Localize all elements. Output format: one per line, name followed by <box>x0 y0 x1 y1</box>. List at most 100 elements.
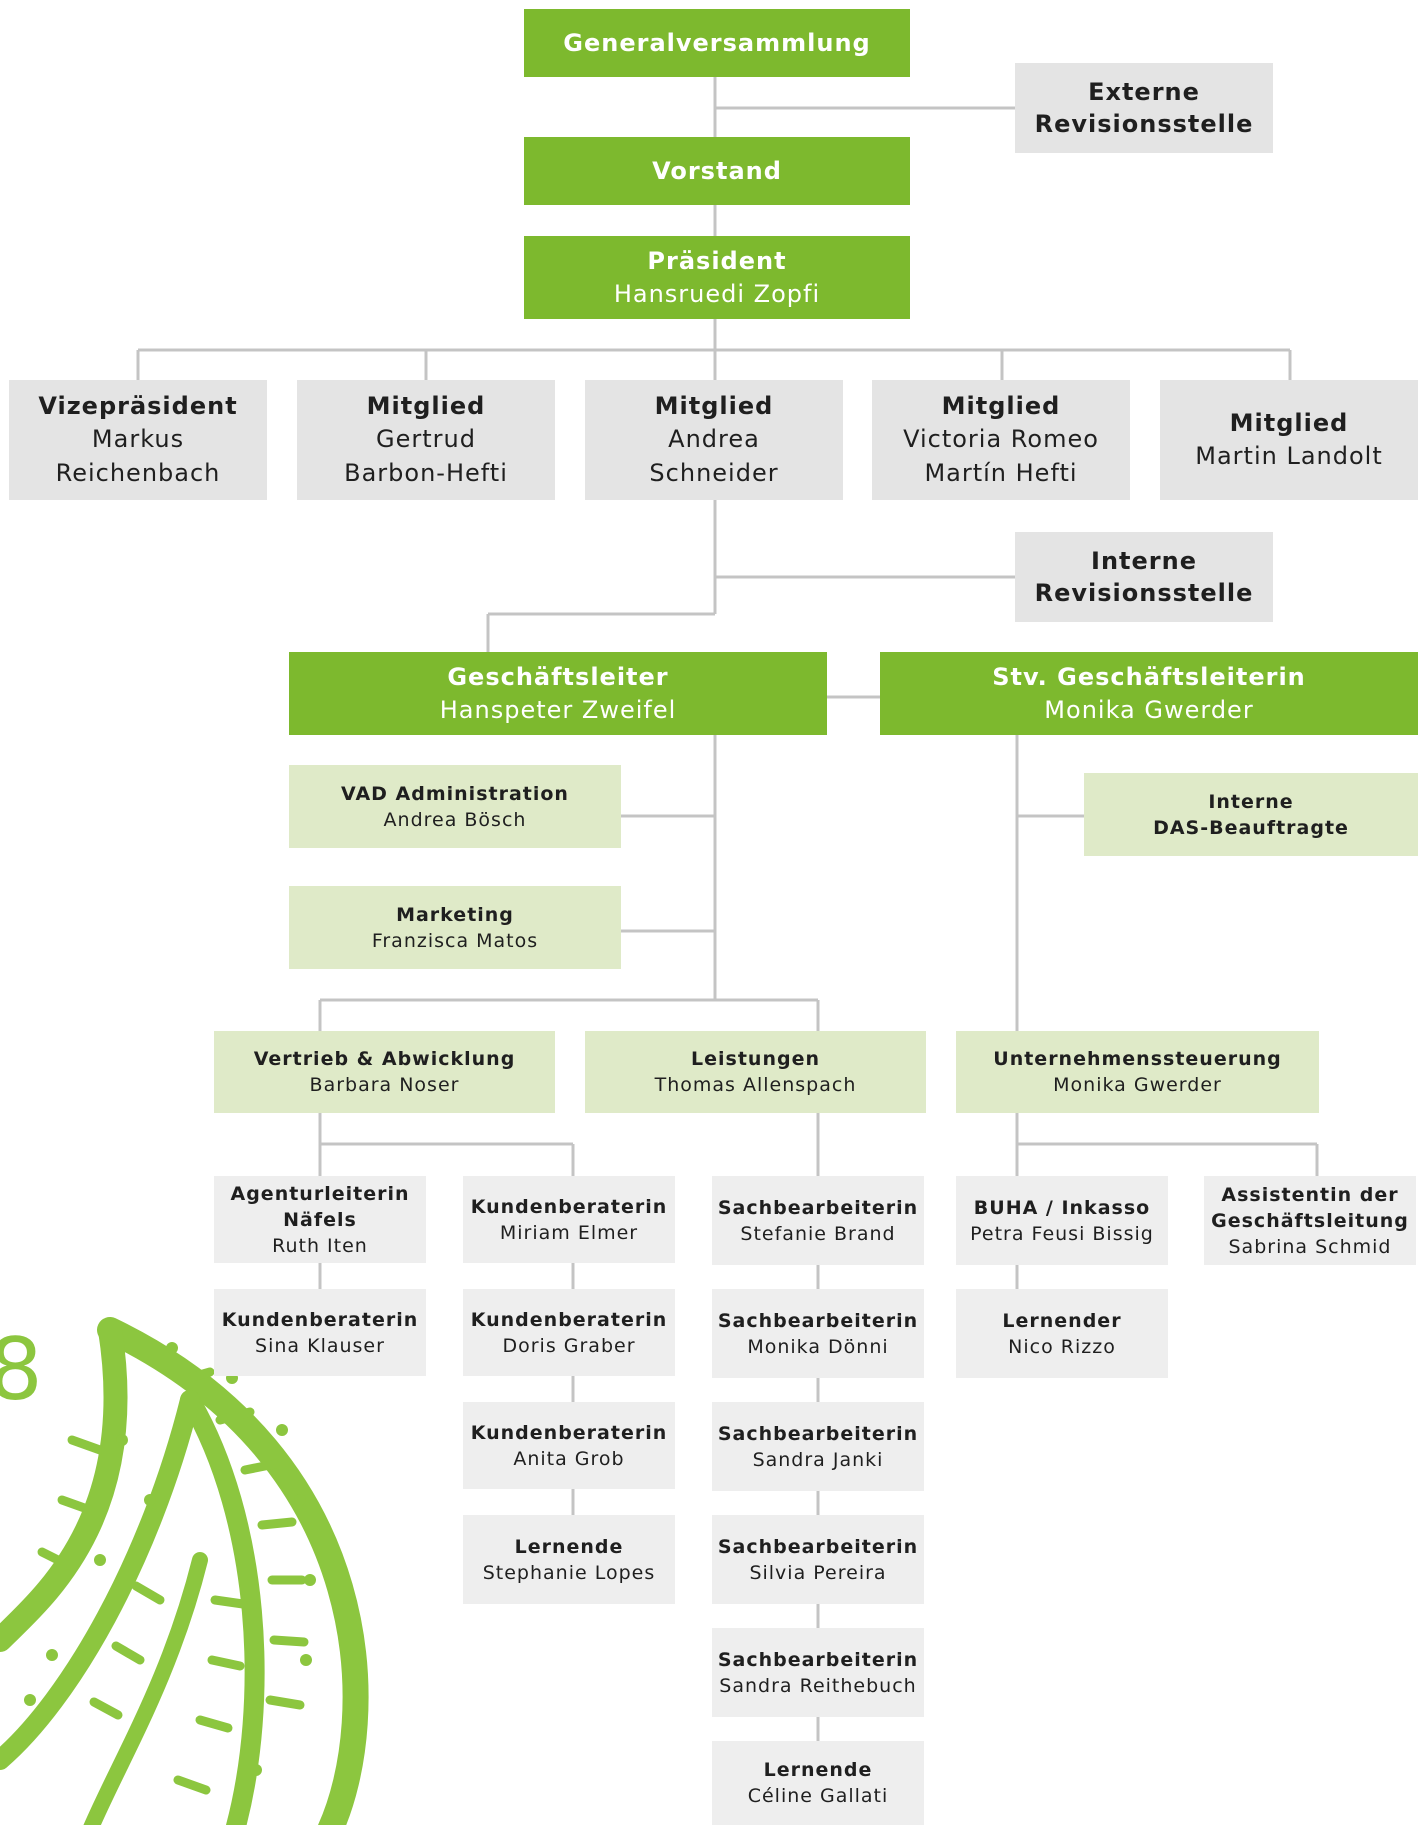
staff-name: Nico Rizzo <box>1008 1335 1116 1358</box>
das-beauftragte-box: Interne DAS-Beauftragte <box>1084 773 1418 856</box>
assist-line1: Assistentin der <box>1221 1183 1399 1206</box>
board-name: Barbon-Hefti <box>344 459 508 487</box>
staff-name: Silvia Pereira <box>749 1561 887 1584</box>
board-title: Vizepräsident <box>38 392 238 420</box>
staff-title: Kundenberaterin <box>470 1195 668 1218</box>
board-title: Mitglied <box>1229 409 1349 437</box>
board-name: Victoria Romeo <box>903 425 1099 453</box>
staff-title: BUHA / Inkasso <box>973 1196 1151 1219</box>
board-name: Andrea <box>668 425 760 453</box>
geschaeftsleiter-name: Hanspeter Zweifel <box>439 695 677 724</box>
vad-title: VAD Administration <box>341 782 569 805</box>
agentur-line1: Agenturleiterin <box>230 1182 410 1205</box>
board-name: Martin Landolt <box>1195 442 1383 470</box>
staff-box: Kundenberaterin Doris Graber <box>463 1289 675 1376</box>
unternehmenssteuerung-box: Unternehmenssteuerung Monika Gwerder <box>956 1031 1319 1113</box>
agentur-name: Ruth Iten <box>272 1234 368 1257</box>
externe-revisionsstelle-box: Externe Revisionsstelle <box>1015 63 1273 153</box>
staff-box: Lernende Céline Gallati <box>712 1741 924 1825</box>
staff-box: Kundenberaterin Sina Klauser <box>214 1289 426 1376</box>
page-number: 8 <box>0 1320 43 1420</box>
staff-name: Sandra Reithebuch <box>719 1674 917 1697</box>
stv-geschaeftsleiterin-box: Stv. Geschäftsleiterin Monika Gwerder <box>880 652 1418 735</box>
staff-box: BUHA / Inkasso Petra Feusi Bissig <box>956 1176 1168 1265</box>
vad-name: Andrea Bösch <box>383 808 527 831</box>
steuerung-name: Monika Gwerder <box>1053 1074 1222 1096</box>
staff-title: Sachbearbeiterin <box>717 1196 919 1219</box>
vad-administration-box: VAD Administration Andrea Bösch <box>289 765 621 848</box>
vorstand-label: Vorstand <box>652 157 782 185</box>
agentur-line2: Näfels <box>283 1208 357 1231</box>
assist-line2: Geschäftsleitung <box>1211 1209 1409 1232</box>
staff-title: Kundenberaterin <box>221 1308 419 1331</box>
board-name: Reichenbach <box>55 459 221 487</box>
interne-revisionsstelle-box: Interne Revisionsstelle <box>1015 532 1273 622</box>
staff-box: Kundenberaterin Miriam Elmer <box>463 1176 675 1263</box>
vertrieb-name: Barbara Noser <box>309 1074 460 1096</box>
board-title: Mitglied <box>366 392 486 420</box>
staff-name: Anita Grob <box>513 1447 625 1470</box>
staff-box: Sachbearbeiterin Silvia Pereira <box>712 1515 924 1604</box>
board-member: Mitglied Martin Landolt <box>1160 380 1418 500</box>
staff-title: Kundenberaterin <box>470 1308 668 1331</box>
interne-line1: Interne <box>1091 547 1197 575</box>
agenturleiterin-box: Agenturleiterin Näfels Ruth Iten <box>214 1176 426 1263</box>
das-line1: Interne <box>1208 790 1294 813</box>
stv-geschaeftsleiterin-name: Monika Gwerder <box>1044 695 1254 724</box>
vertrieb-box: Vertrieb & Abwicklung Barbara Noser <box>214 1031 555 1113</box>
staff-box: Sachbearbeiterin Sandra Janki <box>712 1402 924 1491</box>
staff-name: Doris Graber <box>502 1334 636 1357</box>
staff-box: Sachbearbeiterin Monika Dönni <box>712 1289 924 1378</box>
staff-name: Sina Klauser <box>255 1334 385 1357</box>
praesident-box: Präsident Hansruedi Zopfi <box>524 236 910 319</box>
staff-title: Sachbearbeiterin <box>717 1648 919 1671</box>
vorstand-box: Vorstand <box>524 137 910 205</box>
leistungen-name: Thomas Allenspach <box>654 1074 857 1096</box>
staff-name: Stephanie Lopes <box>482 1561 656 1584</box>
assistentin-box: Assistentin der Geschäftsleitung Sabrina… <box>1204 1176 1416 1265</box>
geschaeftsleiter-box: Geschäftsleiter Hanspeter Zweifel <box>289 652 827 735</box>
staff-name: Miriam Elmer <box>499 1221 639 1244</box>
staff-title: Kundenberaterin <box>470 1421 668 1444</box>
stv-geschaeftsleiterin-title: Stv. Geschäftsleiterin <box>992 662 1306 691</box>
geschaeftsleiter-title: Geschäftsleiter <box>447 662 669 691</box>
staff-name: Monika Dönni <box>747 1335 889 1358</box>
staff-title: Lernende <box>514 1535 624 1558</box>
staff-title: Sachbearbeiterin <box>717 1422 919 1445</box>
staff-title: Lernender <box>1002 1309 1122 1332</box>
assist-name: Sabrina Schmid <box>1228 1235 1392 1258</box>
board-title: Mitglied <box>941 392 1061 420</box>
interne-line2: Revisionsstelle <box>1034 579 1254 607</box>
staff-name: Sandra Janki <box>752 1448 884 1471</box>
leistungen-title: Leistungen <box>691 1048 820 1070</box>
marketing-box: Marketing Franzisca Matos <box>289 886 621 969</box>
board-member: Mitglied Gertrud Barbon-Hefti <box>297 380 555 500</box>
steuerung-title: Unternehmenssteuerung <box>993 1048 1282 1070</box>
das-line2: DAS-Beauftragte <box>1153 816 1349 839</box>
staff-name: Stefanie Brand <box>740 1222 896 1245</box>
praesident-title: Präsident <box>647 246 787 275</box>
board-name: Martín Hefti <box>924 459 1078 487</box>
board-name: Schneider <box>649 459 779 487</box>
praesident-name: Hansruedi Zopfi <box>613 279 821 308</box>
staff-box: Lernende Stephanie Lopes <box>463 1515 675 1604</box>
generalversammlung-label: Generalversammlung <box>563 29 871 57</box>
board-member: Mitglied Andrea Schneider <box>585 380 843 500</box>
staff-title: Sachbearbeiterin <box>717 1309 919 1332</box>
staff-title: Lernende <box>763 1759 873 1781</box>
vertrieb-title: Vertrieb & Abwicklung <box>253 1048 516 1070</box>
externe-line2: Revisionsstelle <box>1034 110 1254 138</box>
board-member: Vizepräsident Markus Reichenbach <box>9 380 267 500</box>
externe-line1: Externe <box>1088 78 1200 106</box>
marketing-name: Franzisca Matos <box>371 929 539 952</box>
staff-name: Petra Feusi Bissig <box>970 1222 1154 1245</box>
staff-box: Lernender Nico Rizzo <box>956 1289 1168 1378</box>
board-title: Mitglied <box>654 392 774 420</box>
board-name: Gertrud <box>376 425 476 453</box>
generalversammlung-box: Generalversammlung <box>524 9 910 77</box>
staff-name: Céline Gallati <box>747 1785 889 1807</box>
leistungen-box: Leistungen Thomas Allenspach <box>585 1031 926 1113</box>
staff-box: Kundenberaterin Anita Grob <box>463 1402 675 1489</box>
